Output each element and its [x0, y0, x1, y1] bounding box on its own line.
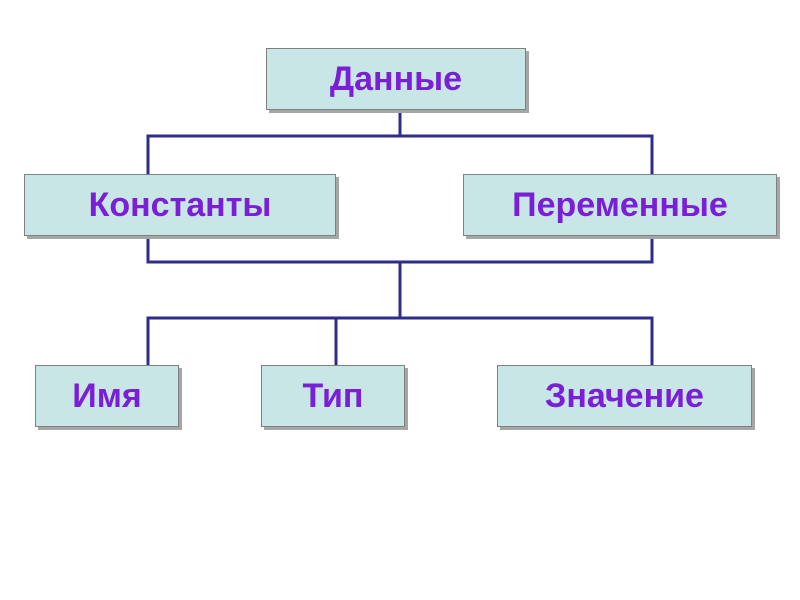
node-constants: Константы [24, 174, 336, 236]
node-variables: Переменные [463, 174, 777, 236]
node-value: Значение [497, 365, 752, 427]
node-type: Тип [261, 365, 405, 427]
node-name: Имя [35, 365, 179, 427]
node-type-label: Тип [302, 376, 364, 415]
node-variables-label: Переменные [512, 185, 728, 224]
node-data-label: Данные [329, 59, 463, 98]
node-value-label: Значение [545, 376, 704, 415]
node-constants-label: Константы [88, 185, 272, 224]
node-name-label: Имя [72, 376, 142, 415]
node-data: Данные [266, 48, 526, 110]
